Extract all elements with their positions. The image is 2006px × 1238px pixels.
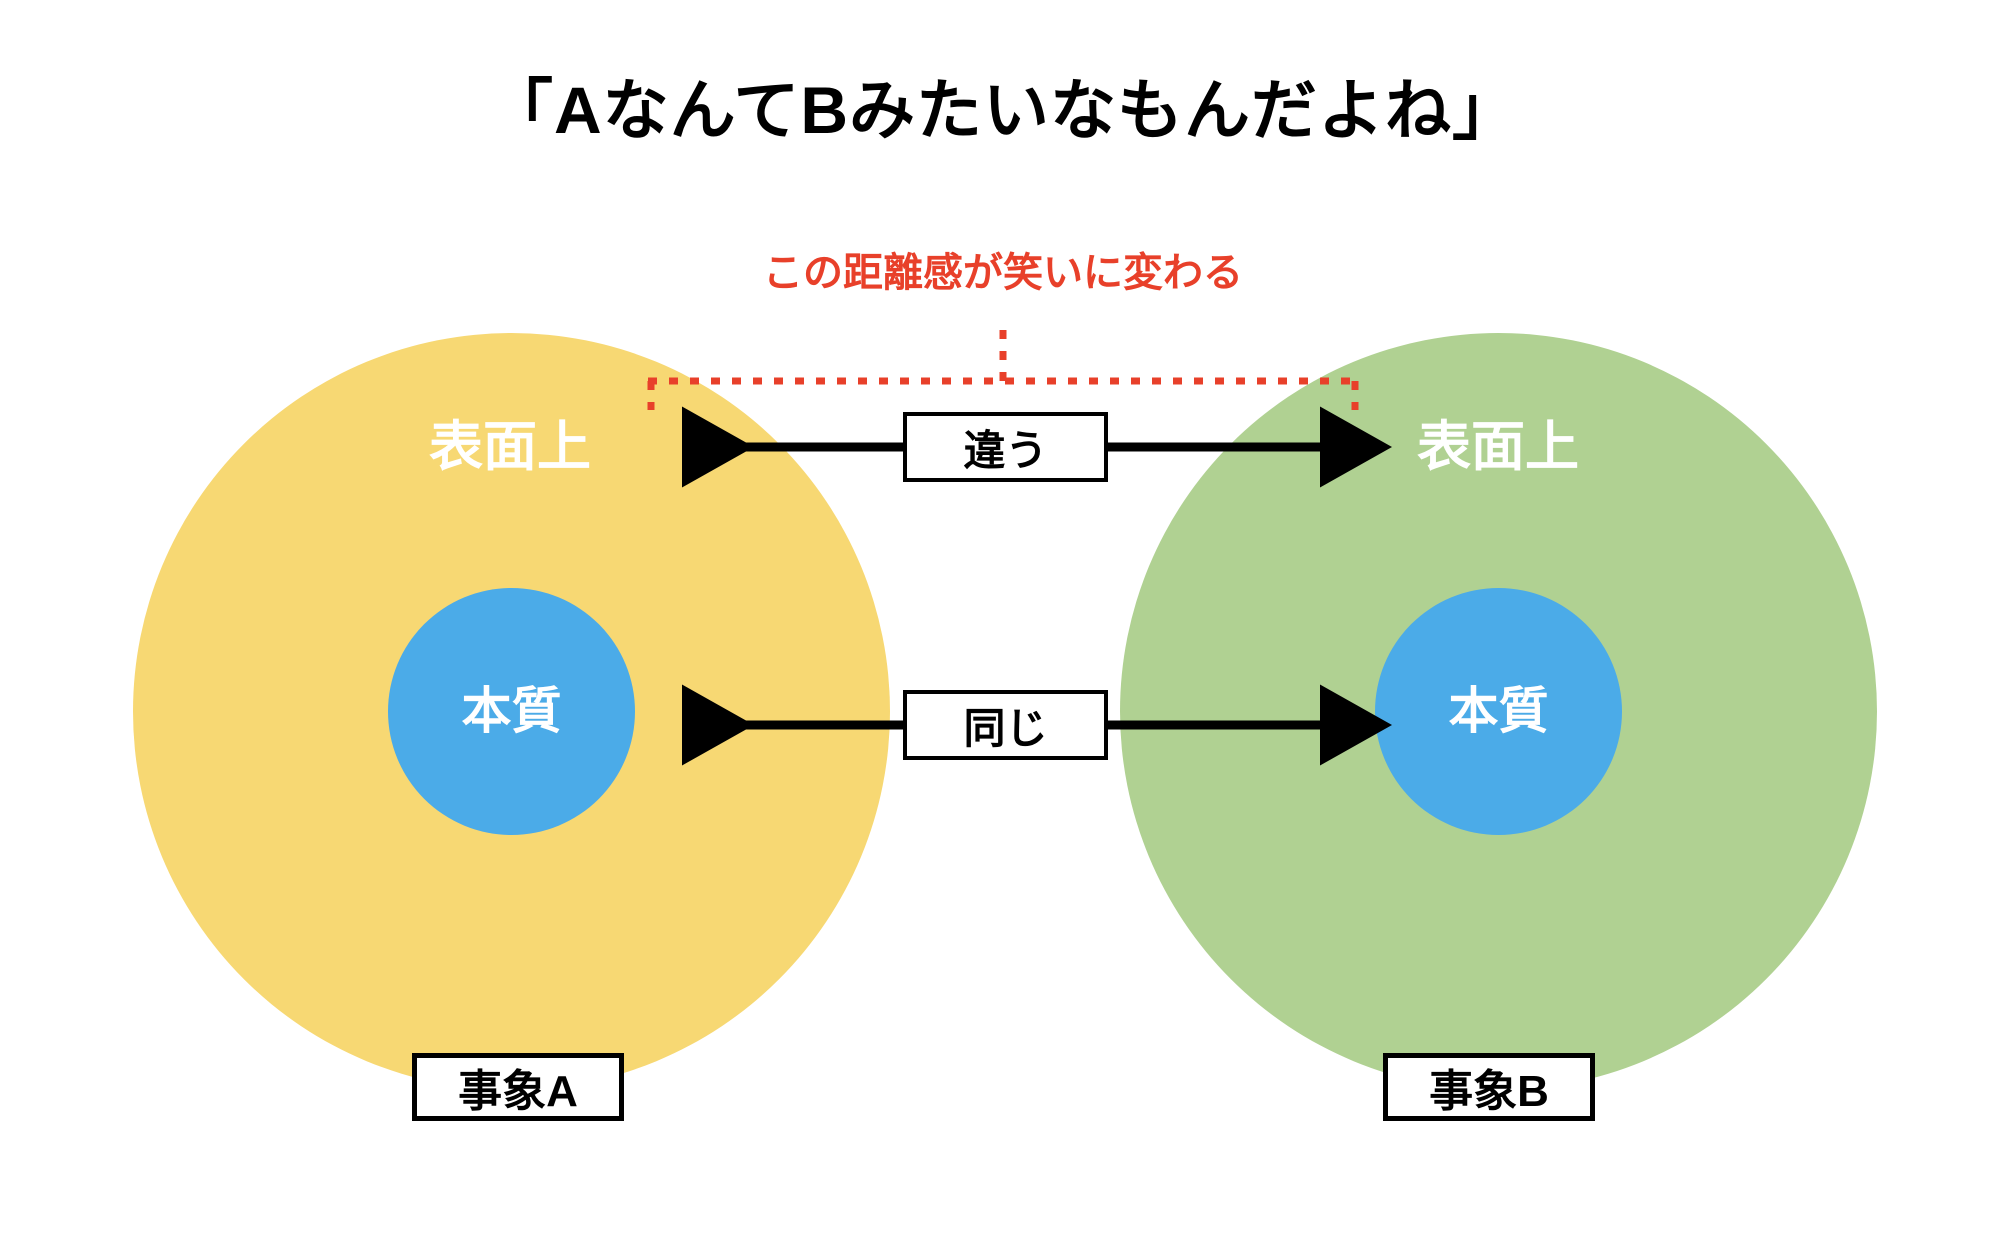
caption-box-a: 事象A [412, 1053, 624, 1121]
bracket-annotation-label: この距離感が笑いに変わる [763, 251, 1243, 295]
inner-circle-a [388, 588, 635, 835]
connector-label-different: 違う [903, 412, 1108, 482]
outer-label-b: 表面上 [1417, 417, 1579, 477]
connector-label-same: 同じ [903, 690, 1108, 760]
inner-label-a: 本質 [461, 683, 562, 739]
outer-label-a: 表面上 [429, 417, 591, 477]
inner-circle-b [1375, 588, 1622, 835]
inner-label-b: 本質 [1448, 683, 1549, 739]
caption-box-b: 事象B [1383, 1053, 1595, 1121]
page-title: 「AなんてBみたいなもんだよね」 [486, 73, 1520, 147]
distance-bracket [647, 320, 1359, 410]
